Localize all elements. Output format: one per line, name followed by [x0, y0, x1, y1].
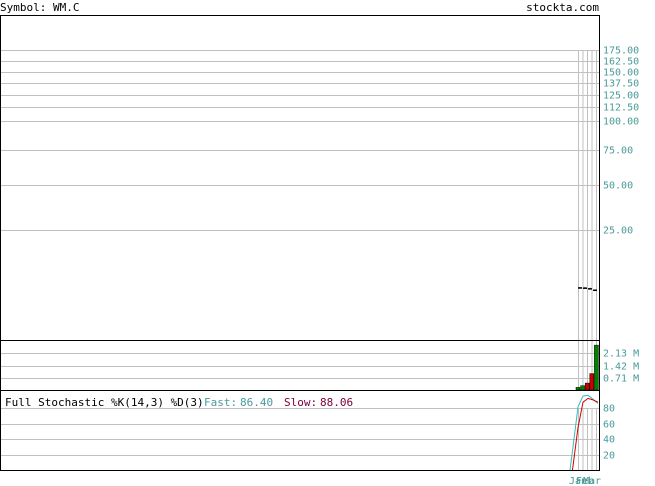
- volume-panel: 0.71 M1.42 M 2.13 M: [0, 340, 639, 391]
- stochastic-frame: [0, 390, 600, 471]
- price-candle-body: [578, 287, 582, 289]
- price-tick-label: 112.50: [603, 103, 639, 114]
- volume-tick-label: 0.71 M: [603, 374, 639, 385]
- volume-tick-label: 2.13 M: [603, 349, 639, 360]
- x-tick-label: Jan: [569, 476, 587, 486]
- price-tick-label: 150.00: [603, 68, 639, 79]
- price-tick-label: 25.00: [603, 226, 633, 237]
- price-frame: [0, 15, 600, 341]
- site-name: stockta.com: [526, 1, 599, 14]
- volume-bar: [589, 373, 595, 391]
- volume-bar: [594, 344, 599, 391]
- stochastic-lines: [569, 394, 599, 470]
- price-candle-body: [583, 287, 587, 289]
- volume-bar: [580, 385, 585, 391]
- price-panel: 25.0050.0075.00100.00112.50125.00137.501…: [0, 15, 639, 341]
- price-tick-label: 175.00: [603, 46, 639, 57]
- volume-frame: [0, 340, 600, 391]
- price-candles: [578, 287, 597, 292]
- x-tick-label: Feb: [576, 476, 594, 486]
- price-grid: 25.0050.0075.00100.00112.50125.00137.501…: [0, 46, 639, 340]
- fast-label: Fast:: [204, 396, 237, 409]
- stochastic-title: Full Stochastic %K(14,3) %D(3): [5, 396, 204, 409]
- fast-value: 86.40: [240, 396, 273, 409]
- volume-grid: 0.71 M1.42 M 2.13 M: [0, 341, 639, 390]
- fast-line: [569, 394, 599, 470]
- price-tick-label: 50.00: [603, 181, 633, 192]
- volume-tick-label: 1.42 M: [603, 362, 639, 373]
- price-candle-body: [593, 289, 597, 292]
- price-candle-body: [588, 288, 592, 290]
- volume-bar: [584, 382, 590, 391]
- stochastic-grid: 20 40 60 80: [0, 404, 615, 470]
- price-tick-label: 75.00: [603, 146, 633, 157]
- stochastic-tick-label: 80: [603, 404, 615, 415]
- price-tick-label: 137.50: [603, 79, 639, 90]
- slow-value: 88.06: [320, 396, 353, 409]
- price-tick-label: 100.00: [603, 117, 639, 128]
- stochastic-tick-label: 60: [603, 420, 615, 431]
- x-tick-label: Mar: [583, 476, 601, 486]
- volume-bar: [575, 387, 581, 391]
- symbol-label: Symbol: WM.C: [0, 1, 79, 14]
- price-tick-label: 162.50: [603, 57, 639, 68]
- stochastic-tick-label: 20: [603, 451, 615, 462]
- stochastic-tick-label: 40: [603, 435, 615, 446]
- slow-label: Slow:: [284, 396, 317, 409]
- slow-line: [571, 397, 599, 470]
- price-tick-label: 125.00: [603, 91, 639, 102]
